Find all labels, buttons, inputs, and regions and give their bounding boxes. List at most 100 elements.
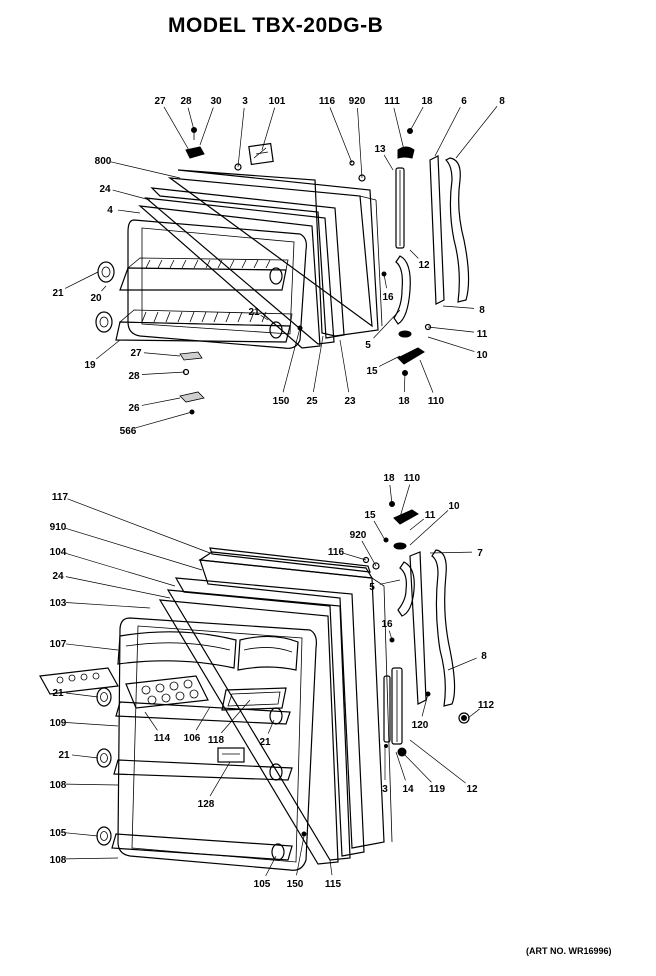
callout-6: 6 <box>461 96 467 107</box>
leader-line <box>373 309 401 339</box>
callout-114: 114 <box>154 733 171 744</box>
callout-5: 5 <box>365 340 371 351</box>
leader-line <box>199 107 214 146</box>
callout-920: 920 <box>349 96 366 107</box>
leader-line <box>409 739 466 784</box>
leader-line <box>209 761 231 797</box>
callout-4: 4 <box>107 205 113 216</box>
leader-line <box>442 305 475 309</box>
callout-28: 28 <box>180 96 192 107</box>
callout-26: 26 <box>128 403 140 414</box>
leader-line <box>65 528 203 571</box>
leader-line <box>383 273 387 289</box>
leader-line <box>135 411 193 429</box>
callout-117: 117 <box>52 492 69 503</box>
leader-line <box>267 719 275 734</box>
leader-line <box>141 371 186 375</box>
leader-line <box>427 336 475 352</box>
leader-line <box>65 552 176 587</box>
callout-20: 20 <box>90 293 102 304</box>
callout-12: 12 <box>466 784 478 795</box>
leader-line <box>144 711 158 731</box>
callout-8: 8 <box>481 651 487 662</box>
leader-line <box>421 693 429 717</box>
leader-line <box>313 335 324 393</box>
callout-21: 21 <box>248 307 260 318</box>
callout-112: 112 <box>478 700 495 711</box>
leader-line <box>409 106 424 132</box>
leader-line <box>195 706 211 731</box>
leader-line <box>339 339 350 393</box>
leader-line <box>64 271 99 289</box>
leader-line <box>96 339 121 360</box>
callout-13: 13 <box>374 144 386 155</box>
callout-15: 15 <box>366 366 378 377</box>
leader-line <box>143 352 181 357</box>
leader-line <box>357 107 363 179</box>
callout-28: 28 <box>128 371 140 382</box>
leader-line <box>329 859 333 876</box>
leader-line <box>220 699 251 734</box>
callout-11: 11 <box>425 510 436 521</box>
leader-line <box>409 510 449 546</box>
callout-21: 21 <box>52 288 64 299</box>
leader-line <box>361 540 377 567</box>
callout-101: 101 <box>269 96 286 107</box>
callout-10: 10 <box>448 501 460 512</box>
callout-104: 104 <box>50 547 67 558</box>
leader-line <box>65 857 119 860</box>
leader-line <box>447 657 477 671</box>
callout-108: 108 <box>50 780 67 791</box>
callout-116: 116 <box>319 96 336 107</box>
callout-910: 910 <box>50 522 67 533</box>
leader-line <box>65 783 119 786</box>
callout-3: 3 <box>242 96 248 107</box>
leader-line <box>110 161 181 179</box>
diagram-title: MODEL TBX-20DG-B <box>168 14 384 37</box>
callout-111: 111 <box>384 96 400 107</box>
leader-line <box>65 602 151 609</box>
callout-14: 14 <box>402 784 414 795</box>
callout-11: 11 <box>477 329 488 340</box>
leader-line <box>401 751 432 783</box>
leader-line <box>403 372 406 393</box>
leader-line <box>409 249 419 259</box>
callout-21: 21 <box>52 688 64 699</box>
callout-15: 15 <box>364 510 376 521</box>
callout-110: 110 <box>404 473 421 484</box>
callout-7: 7 <box>477 548 483 559</box>
callout-27: 27 <box>130 348 142 359</box>
leader-line <box>65 576 171 599</box>
freezer-door-assembly <box>95 127 470 415</box>
callout-12: 12 <box>418 260 430 271</box>
leader-line <box>117 209 141 214</box>
callout-3: 3 <box>382 784 388 795</box>
leader-line <box>379 579 401 585</box>
leader-line <box>434 106 461 157</box>
callout-30: 30 <box>210 96 222 107</box>
leader-line <box>65 722 119 727</box>
leader-line <box>389 484 393 505</box>
leader-line <box>378 355 401 367</box>
callout-105: 105 <box>254 879 271 890</box>
callout-5: 5 <box>369 582 375 593</box>
leader-line <box>163 106 191 153</box>
callout-23: 23 <box>344 396 356 407</box>
leader-line <box>296 835 305 876</box>
callout-16: 16 <box>382 292 394 303</box>
leader-line <box>467 708 480 719</box>
leader-line <box>67 498 211 554</box>
callout-10: 10 <box>476 350 488 361</box>
callout-27: 27 <box>154 96 166 107</box>
callout-108: 108 <box>50 855 67 866</box>
leader-line <box>429 551 473 554</box>
leader-line <box>101 285 107 292</box>
leader-line <box>329 107 353 164</box>
callout-115: 115 <box>325 879 342 890</box>
callout-920: 920 <box>350 530 367 541</box>
callout-24: 24 <box>52 571 64 582</box>
callout-21: 21 <box>259 737 271 748</box>
callout-128: 128 <box>198 799 215 810</box>
